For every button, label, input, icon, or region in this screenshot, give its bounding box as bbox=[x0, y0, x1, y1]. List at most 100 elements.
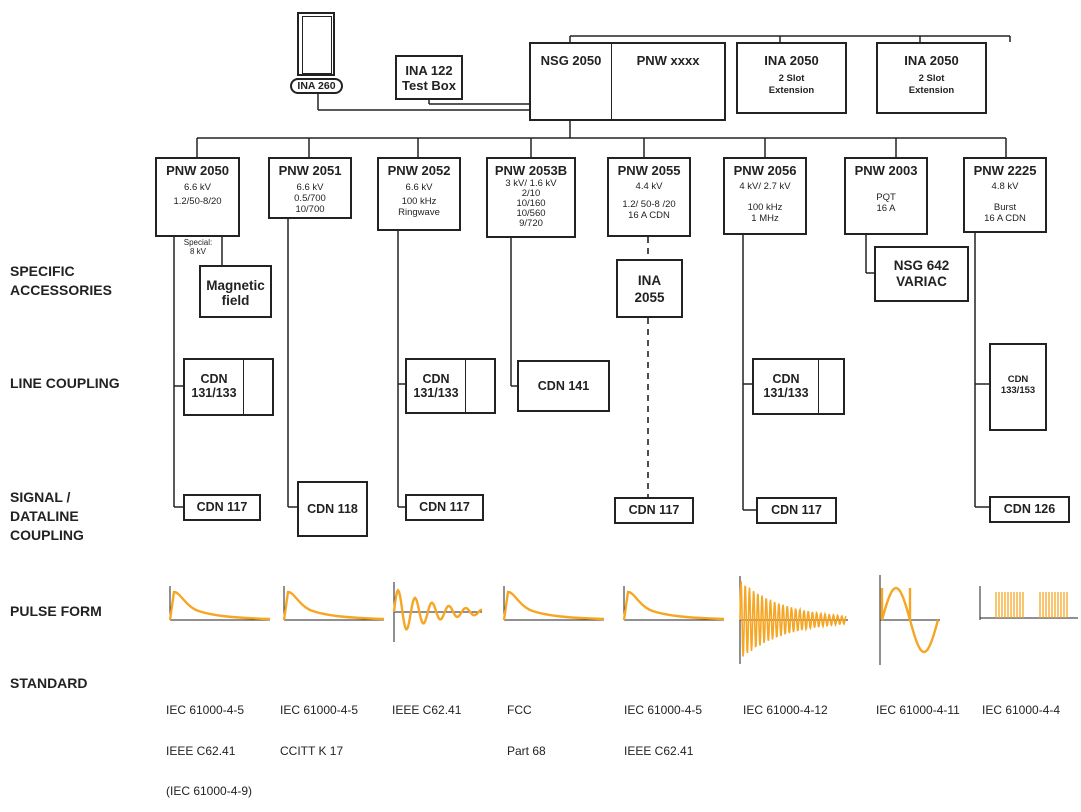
module-spec: 2/10 bbox=[521, 188, 541, 199]
module-spec: 16 A CDN bbox=[984, 213, 1026, 224]
signal-coupling-cdn-117-d: CDN 117 bbox=[756, 497, 837, 524]
module-spec: Ringwave bbox=[398, 207, 440, 218]
nsg642-line1: NSG 642 bbox=[893, 258, 950, 273]
row-label-specific-1: SPECIFIC bbox=[10, 263, 75, 279]
nsg-2050-label: NSG 2050 bbox=[540, 53, 602, 68]
standard-text: IEEE C62.41 bbox=[624, 743, 694, 758]
cdn-label-line2: 131/133 bbox=[413, 386, 459, 400]
nsg-2050-generator: NSG 2050 PNW xxxx bbox=[529, 42, 726, 121]
ext-2-line2: Extension bbox=[908, 85, 955, 96]
ext-1-line2: Extension bbox=[768, 85, 815, 96]
module-spec: 100 kHz bbox=[747, 202, 783, 213]
pulse-form-surge-1 bbox=[168, 586, 271, 621]
module-spec: 1 MHz bbox=[751, 213, 779, 224]
pulse-form-oscillatory bbox=[739, 576, 848, 664]
nsg-divider bbox=[611, 44, 612, 119]
module-spec: 4.8 kV bbox=[991, 181, 1019, 192]
module-spec: 4 kV/ 2.7 kV bbox=[739, 181, 791, 192]
module-name: PNW 2003 bbox=[854, 163, 918, 178]
cdn-divider bbox=[465, 360, 466, 412]
accessory-nsg-642-variac: NSG 642 VARIAC bbox=[874, 246, 969, 302]
standard-col-7: IEC 61000-4-11 bbox=[876, 677, 960, 731]
pulse-form-burst bbox=[979, 586, 1078, 620]
standard-col-3: IEEE C62.41 bbox=[392, 677, 461, 731]
line-coupling-cdn-131-133-b: CDN 131/133 bbox=[405, 358, 496, 414]
module-pnw-2052: PNW 2052 6.6 kV 100 kHz Ringwave bbox=[377, 157, 461, 231]
pnw-xxxx-label: PNW xxxx bbox=[636, 53, 700, 68]
cdn-label: CDN 117 bbox=[196, 500, 248, 514]
module-spec: 1.2/50-8/20 bbox=[173, 196, 222, 207]
cdn-label-line1: CDN bbox=[772, 372, 800, 386]
module-spec: 6.6 kV bbox=[184, 182, 211, 193]
row-label-line-coupling: LINE COUPLING bbox=[10, 375, 120, 391]
standard-col-8: IEC 61000-4-4 bbox=[982, 677, 1060, 731]
module-pnw-2050: PNW 2050 6.6 kV 1.2/50-8/20 bbox=[155, 157, 240, 237]
module-spec: 4.4 kV bbox=[635, 181, 663, 192]
module-spec: 10/560 bbox=[516, 208, 546, 219]
module-spec: 6.6 kV bbox=[296, 182, 324, 193]
ina2055-line2: 2055 bbox=[634, 290, 665, 305]
module-name: PNW 2055 bbox=[617, 163, 681, 178]
standard-text: Part 68 bbox=[507, 743, 546, 758]
line-coupling-cdn-131-133-a: CDN 131/133 bbox=[183, 358, 274, 416]
standard-text: IEC 61000-4-12 bbox=[743, 703, 828, 717]
standard-text: IEC 61000-4-11 bbox=[876, 703, 960, 717]
module-spec: 16 A bbox=[876, 203, 896, 214]
standard-text: IEEE C62.41 bbox=[166, 743, 236, 758]
module-pnw-2051: PNW 2051 6.6 kV 0.5/700 10/700 bbox=[268, 157, 352, 219]
connector-lines bbox=[173, 35, 1011, 511]
ina-122-test-box: INA 122 Test Box bbox=[395, 55, 463, 100]
ina-122-subtitle: Test Box bbox=[402, 78, 456, 93]
ina-260-label: INA 260 bbox=[290, 78, 343, 94]
cdn-divider bbox=[243, 360, 244, 414]
signal-coupling-cdn-118: CDN 118 bbox=[297, 481, 368, 537]
row-label-pulse-form: PULSE FORM bbox=[10, 603, 102, 619]
ina2055-line1: INA bbox=[637, 273, 662, 288]
row-label-signal-3: COUPLING bbox=[10, 527, 84, 543]
accessory-magnetic-field: Magnetic field bbox=[199, 265, 272, 318]
row-label-standard: STANDARD bbox=[10, 675, 88, 691]
standard-text: CCITT K 17 bbox=[280, 743, 344, 758]
pulse-form-surge-3 bbox=[502, 586, 605, 621]
cdn-divider bbox=[818, 360, 819, 413]
line-coupling-cdn-131-133-c: CDN 131/133 bbox=[752, 358, 845, 415]
standard-col-5: IEC 61000-4-5 IEEE C62.41 bbox=[624, 677, 702, 772]
standard-text: IEC 61000-4-5 bbox=[624, 703, 703, 717]
standard-text: IEC 61000-4-5 bbox=[280, 703, 359, 717]
module-pnw-2055: PNW 2055 4.4 kV 1.2/ 50-8 /20 16 A CDN bbox=[607, 157, 691, 237]
module-name: PNW 2051 bbox=[278, 163, 342, 178]
ext-2-line1: 2 Slot bbox=[918, 73, 945, 84]
special-note-line2: 8 kV bbox=[189, 247, 206, 256]
module-spec: PQT bbox=[876, 192, 896, 203]
signal-coupling-cdn-126: CDN 126 bbox=[989, 496, 1070, 523]
module-name: PNW 2056 bbox=[733, 163, 797, 178]
cdn-141-label: CDN 141 bbox=[537, 379, 590, 393]
cdn-label-line2: 131/133 bbox=[763, 386, 809, 400]
module-name: PNW 2225 bbox=[973, 163, 1037, 178]
cdn-label: CDN 131/133 bbox=[185, 372, 243, 400]
magnetic-line1: Magnetic bbox=[206, 278, 265, 293]
accessory-ina-2055: INA 2055 bbox=[616, 259, 683, 318]
row-label-signal-1: SIGNAL / bbox=[10, 489, 71, 505]
standard-col-1: IEC 61000-4-5 IEEE C62.41 (IEC 61000-4-9… bbox=[166, 677, 252, 812]
ext-1-line1: 2 Slot bbox=[778, 73, 805, 84]
ext-2-title: INA 2050 bbox=[904, 53, 959, 68]
magnetic-line2: field bbox=[221, 293, 250, 308]
cdn-label: CDN 117 bbox=[771, 503, 822, 517]
cdn-label: CDN 131/133 bbox=[407, 372, 465, 400]
module-spec: 3 kV/ 1.6 kV bbox=[505, 178, 557, 189]
module-spec: 1.2/ 50-8 /20 bbox=[622, 199, 676, 210]
pulse-form-ringwave bbox=[392, 582, 483, 642]
standard-text: IEEE C62.41 bbox=[392, 703, 462, 717]
cdn-label: CDN 117 bbox=[419, 500, 470, 514]
cdn-label-line1: CDN bbox=[422, 372, 450, 386]
module-spec: 9/720 bbox=[519, 218, 543, 229]
row-label-specific-accessories: SPECIFIC ACCESSORIES bbox=[10, 262, 112, 300]
line-coupling-cdn-141: CDN 141 bbox=[517, 360, 610, 412]
ina-2050-extension-1: INA 2050 2 Slot Extension bbox=[736, 42, 847, 114]
standard-text: IEC 61000-4-4 bbox=[982, 703, 1061, 717]
module-pnw-2056: PNW 2056 4 kV/ 2.7 kV 100 kHz 1 MHz bbox=[723, 157, 807, 235]
module-pnw-2225: PNW 2225 4.8 kV Burst 16 A CDN bbox=[963, 157, 1047, 233]
module-pnw-2053b: PNW 2053B 3 kV/ 1.6 kV 2/10 10/160 10/56… bbox=[486, 157, 576, 238]
special-note: Special: 8 kV bbox=[176, 238, 220, 256]
